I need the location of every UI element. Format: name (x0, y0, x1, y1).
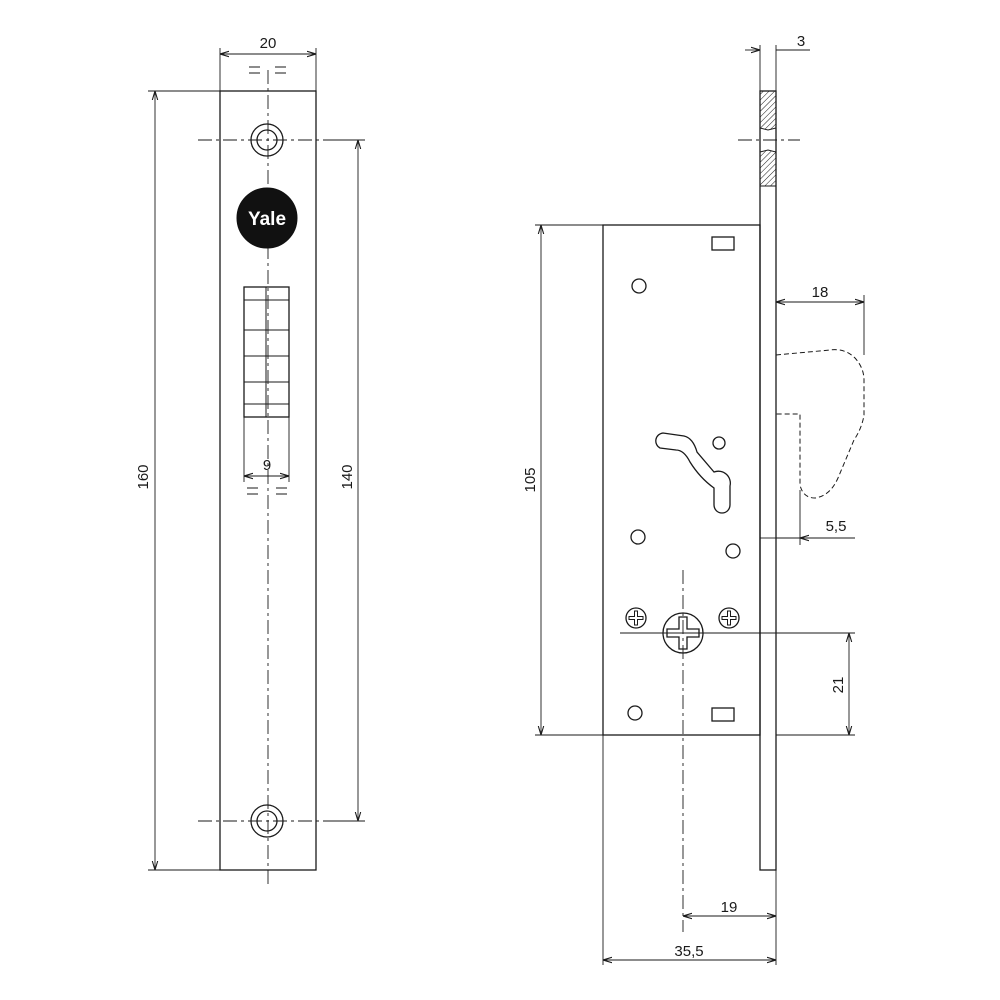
lever-slot (655, 432, 731, 514)
yale-logo: Yale (236, 187, 298, 249)
faceplate-edge (738, 90, 800, 871)
screw-left (625, 607, 647, 629)
case-slot-top (711, 236, 735, 251)
dim-height-label: 160 (135, 464, 152, 489)
dim-backset: 19 (683, 870, 777, 965)
bottom-screw-hole (198, 804, 334, 838)
side-view: 3 105 18 5,5 21 (522, 33, 865, 965)
dim-height: 160 (135, 90, 220, 871)
screw-right (718, 607, 740, 629)
dim-cylinder-height: 21 (760, 632, 855, 736)
dim-latch-width-label: 9 (263, 457, 271, 474)
logo-text: Yale (248, 209, 286, 230)
dim-latch-width: 9 (243, 417, 290, 495)
cylinder-cam (620, 612, 760, 654)
case-slot-bottom (711, 707, 735, 722)
front-view: Yale 20 (135, 35, 365, 885)
symmetry-mark-latch (247, 487, 287, 495)
hook-bolt (775, 349, 865, 499)
dim-hole-pitch: 140 (334, 139, 365, 822)
case-rivets (627, 278, 741, 721)
dim-cylinder-height-label: 21 (830, 677, 847, 694)
dim-faceplate-thickness: 3 (745, 33, 810, 91)
dim-hook-projection: 18 (776, 284, 865, 355)
dim-backset-label: 19 (721, 899, 738, 916)
dim-hook-projection-label: 18 (812, 284, 829, 301)
symmetry-mark-top (249, 66, 286, 74)
dim-width: 20 (219, 35, 317, 91)
dim-hole-pitch-label: 140 (339, 464, 356, 489)
dim-case-depth-label: 35,5 (674, 943, 703, 960)
dim-width-label: 20 (260, 35, 277, 52)
lock-case (602, 224, 761, 736)
dim-hook-offset-label: 5,5 (826, 518, 847, 535)
dim-case-depth: 35,5 (602, 735, 776, 965)
dim-faceplate-thickness-label: 3 (797, 33, 805, 50)
dim-hook-offset: 5,5 (760, 490, 855, 545)
top-screw-hole (198, 123, 334, 157)
dim-case-height-label: 105 (522, 467, 539, 492)
dim-case-height: 105 (522, 224, 603, 736)
latch-bolt (243, 286, 290, 418)
